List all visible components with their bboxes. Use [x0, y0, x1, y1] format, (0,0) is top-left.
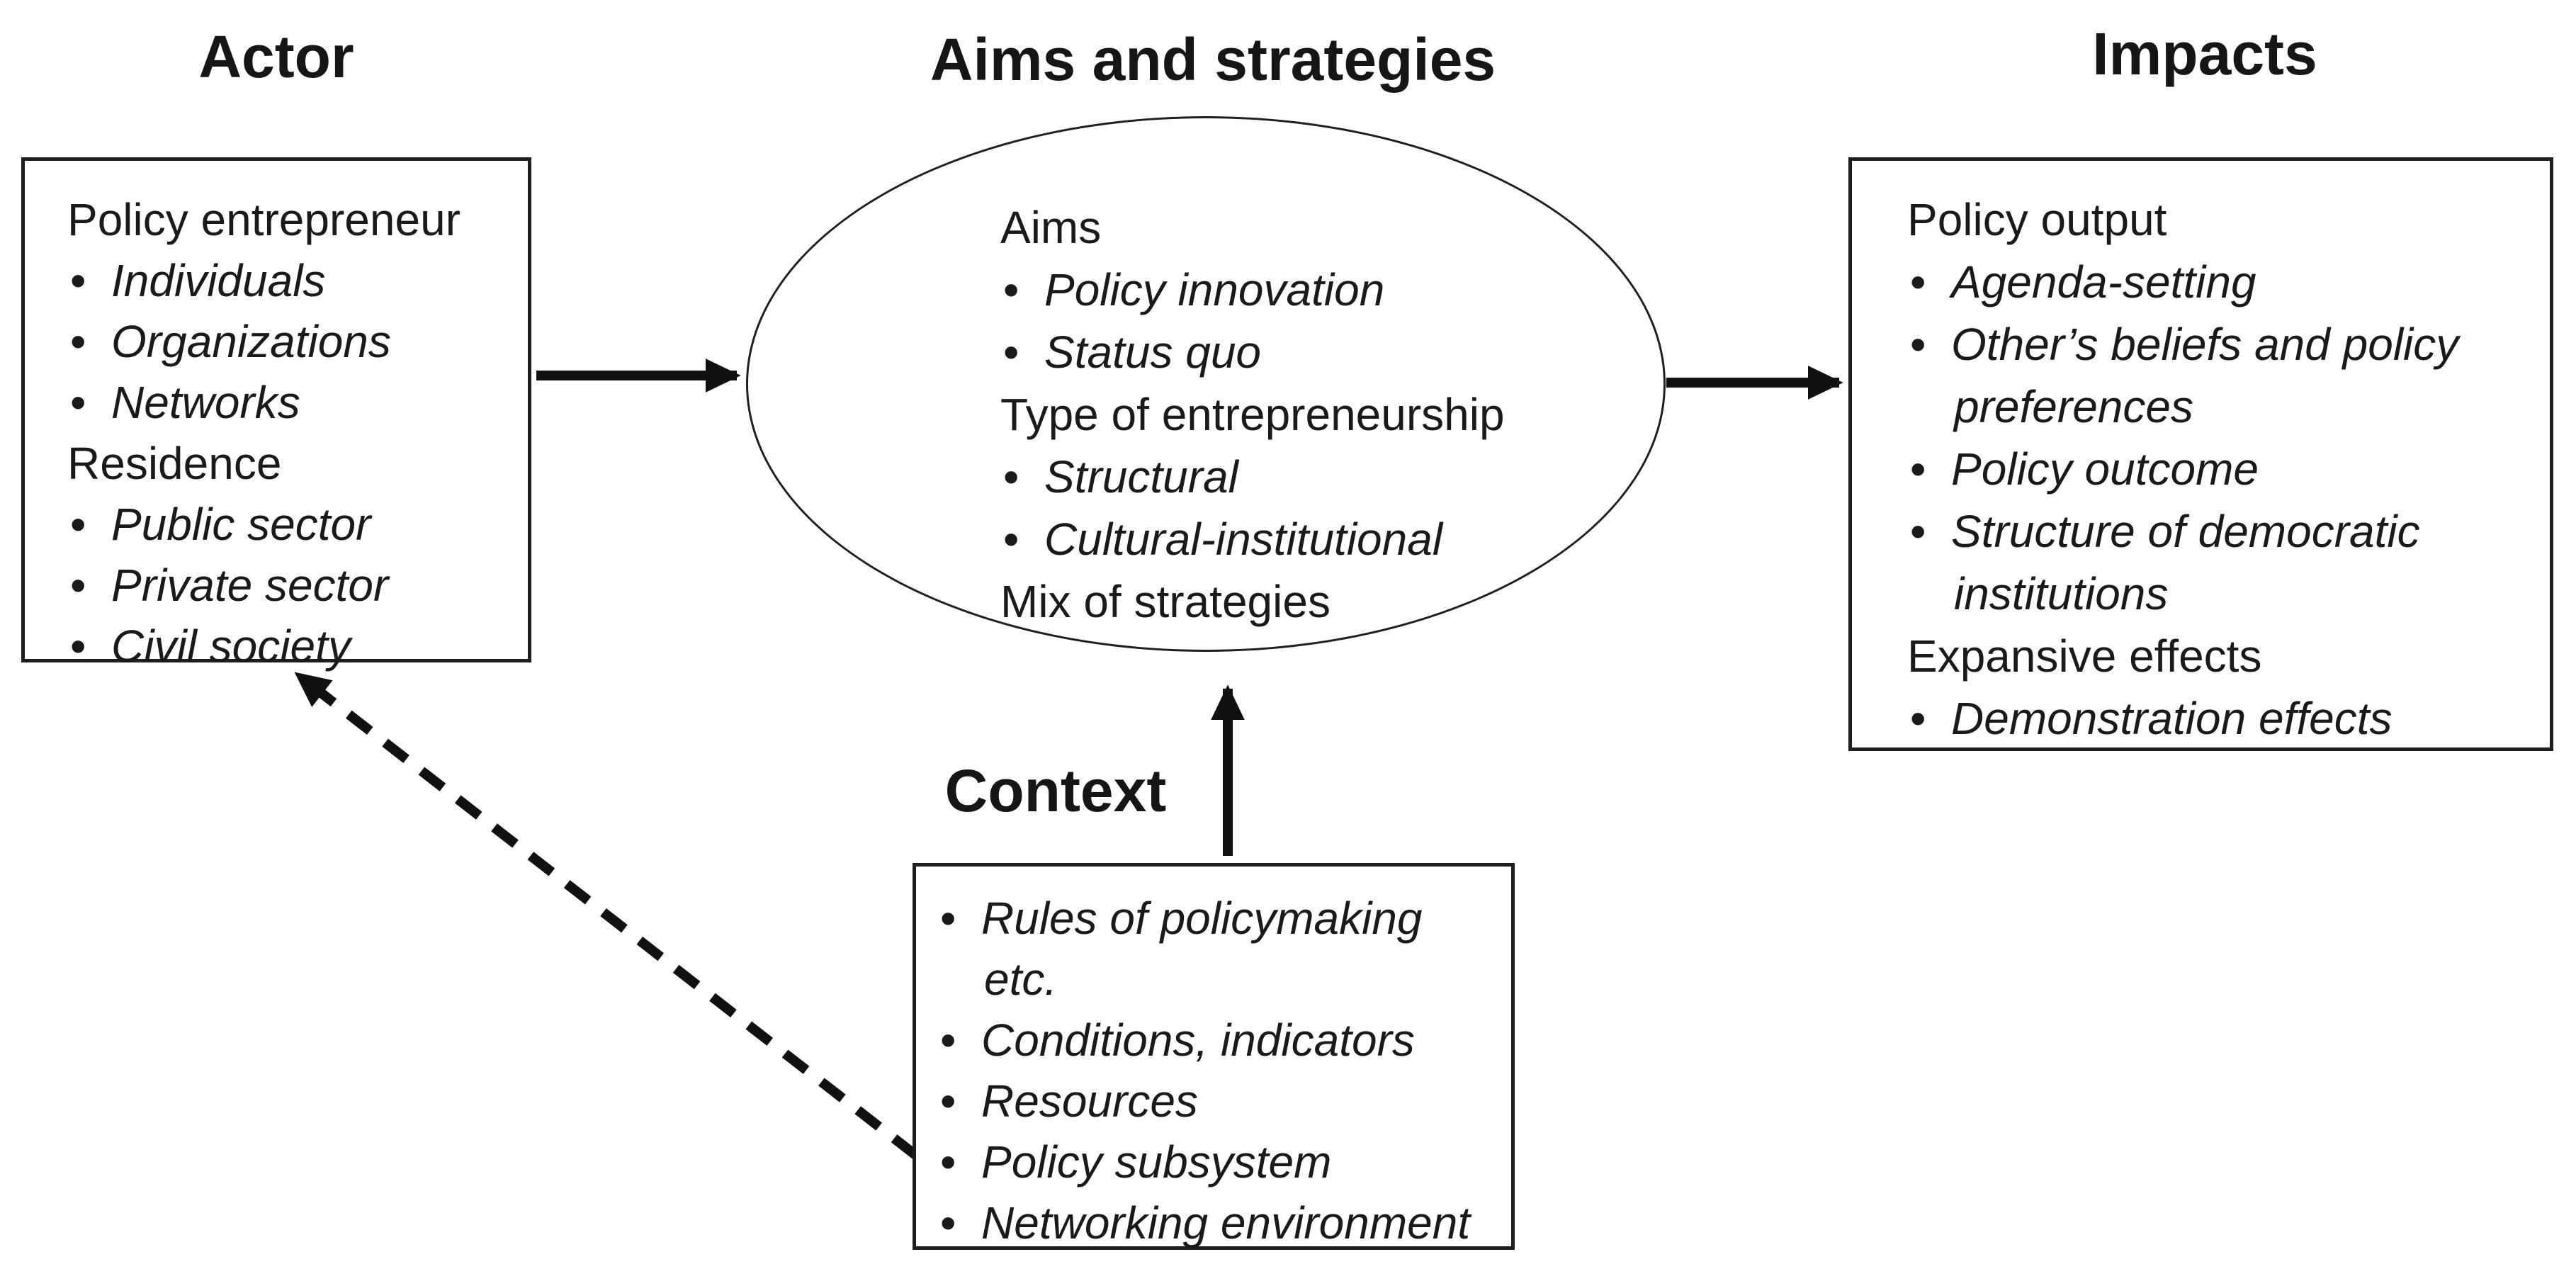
text-line-bullet: • Public sector	[67, 494, 461, 555]
bullet-text: Individuals	[111, 255, 326, 306]
bullet-icon: •	[1910, 444, 1926, 495]
bullet-icon: •	[1910, 693, 1926, 744]
impacts-title: Impacts	[2092, 21, 2317, 87]
bullet-text: Civil society	[111, 621, 351, 672]
bullet-icon: •	[1910, 506, 1926, 557]
text-line-cont: preferences	[1954, 381, 2193, 432]
text-line-bullet: • Civil society	[67, 616, 461, 677]
bullet-icon: •	[70, 316, 86, 367]
text-line-plain: Type of entrepreneurship	[1000, 389, 1505, 440]
aims-title: Aims and strategies	[930, 26, 1496, 93]
bullet-icon: •	[1910, 256, 1926, 307]
bullet-icon: •	[70, 560, 86, 611]
bullet-text: Demonstration effects	[1951, 693, 2393, 744]
impacts-box-content: Policy output • Agenda-setting • Other’s bel…	[1907, 188, 2458, 750]
bullet-icon: •	[70, 621, 86, 672]
actor-box-content: Policy entrepreneur • Individuals • Organiza…	[67, 189, 461, 677]
bullet-text: Cultural-institutional	[1044, 514, 1443, 565]
bullet-text: Policy outcome	[1951, 444, 2259, 495]
arrow-context-to-actor-dashed	[294, 670, 919, 1159]
bullet-text: Other’s beliefs and policy	[1951, 319, 2459, 370]
text-line-bullet: • Conditions, indicators	[937, 1010, 1470, 1071]
bullet-icon: •	[940, 1015, 956, 1066]
bullet-text: Resources	[981, 1076, 1198, 1127]
bullet-text: Agenda-setting	[1951, 256, 2256, 307]
text-line-bullet: • Cultural-institutional	[1000, 508, 1505, 570]
text-line-plain: Mix of strategies	[1000, 576, 1331, 627]
bullet-icon: •	[70, 499, 86, 550]
bullet-text: Public sector	[111, 499, 371, 550]
bullet-icon: •	[940, 1197, 956, 1248]
bullet-text: Rules of policymaking	[981, 893, 1423, 944]
text-line-bullet: • Policy innovation	[1000, 259, 1505, 321]
bullet-icon: •	[1003, 451, 1019, 502]
bullet-text: Networks	[111, 377, 300, 428]
bullet-icon: •	[1003, 327, 1019, 378]
bullet-text: Private sector	[111, 560, 389, 611]
context-box: • Rules of policymaking etc. • Conditions, i…	[913, 863, 1515, 1250]
text-line-bullet: • Rules of policymaking	[937, 888, 1470, 949]
text-line-cont: institutions	[1954, 568, 2169, 619]
text-line-bullet: • Networking environment	[937, 1192, 1470, 1253]
bullet-text: Structure of democratic	[1951, 506, 2420, 557]
bullet-text: Structural	[1044, 451, 1238, 502]
text-line-bullet: • Resources	[937, 1071, 1470, 1132]
actor-box: Policy entrepreneur • Individuals • Organiza…	[21, 157, 531, 672]
text-line-bullet: • Other’s beliefs and policy	[1907, 313, 2458, 376]
bullet-text: Policy subsystem	[981, 1136, 1332, 1187]
bullet-icon: •	[1003, 264, 1019, 315]
text-line-plain: Expansive effects	[1907, 631, 2262, 682]
bullet-icon: •	[1003, 514, 1019, 565]
text-line-bullet: • Individuals	[67, 250, 461, 311]
bullet-text: Policy innovation	[1044, 264, 1385, 315]
text-line-bullet: • Policy subsystem	[937, 1132, 1470, 1192]
text-line-bullet: • Networks	[67, 372, 461, 433]
text-line-bullet: • Structural	[1000, 446, 1505, 508]
text-line-bullet: • Agenda-setting	[1907, 251, 2458, 313]
bullet-icon: •	[1910, 319, 1926, 370]
text-line-plain: Policy output	[1907, 194, 2167, 245]
text-line-bullet: • Structure of democratic	[1907, 500, 2458, 563]
text-line-plain: Aims	[1000, 202, 1102, 253]
bullet-icon: •	[70, 255, 86, 306]
text-line-plain: Policy entrepreneur	[67, 194, 461, 245]
impacts-box: Policy output • Agenda-setting • Other’s bel…	[1848, 157, 2553, 751]
context-box-content: • Rules of policymaking etc. • Conditions, i…	[937, 888, 1470, 1253]
text-line-plain: Residence	[67, 438, 282, 489]
bullet-text: Status quo	[1044, 327, 1261, 378]
bullet-text: Networking environment	[981, 1197, 1471, 1248]
bullet-icon: •	[940, 1136, 956, 1187]
text-line-bullet: • Status quo	[1000, 321, 1505, 383]
bullet-icon: •	[70, 377, 86, 428]
bullet-icon: •	[940, 893, 956, 944]
bullet-icon: •	[940, 1076, 956, 1127]
actor-title: Actor	[198, 23, 354, 90]
bullet-text: Organizations	[111, 316, 391, 367]
context-title: Context	[944, 757, 1167, 824]
text-line-bullet: • Policy outcome	[1907, 438, 2458, 500]
text-line-bullet: • Organizations	[67, 311, 461, 372]
text-line-cont: etc.	[984, 954, 1058, 1005]
bullet-text: Conditions, indicators	[981, 1015, 1415, 1066]
text-line-bullet: • Demonstration effects	[1907, 687, 2458, 750]
text-line-bullet: • Private sector	[67, 555, 461, 616]
